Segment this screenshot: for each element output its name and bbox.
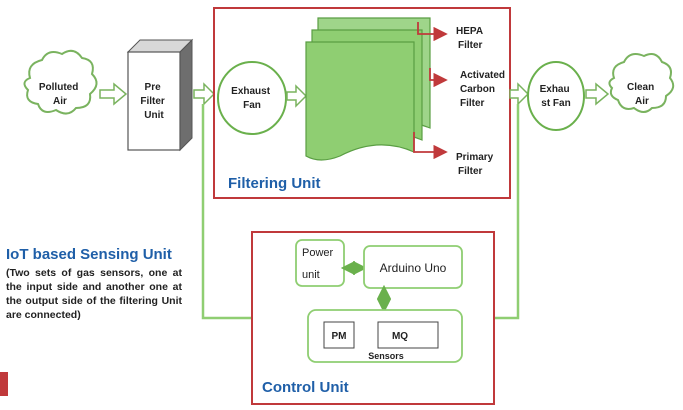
svg-text:Pre Filter Unit: Pre Filter Unit [140, 82, 167, 121]
hepa-label: HEPA Filter [456, 26, 485, 51]
exhaust-fan-outlet: Exhau st Fan [527, 61, 585, 131]
exhaust-fan-out-label-2: st Fan [541, 98, 570, 109]
iot-sensing-unit-title: IoT based Sensing Unit [6, 246, 172, 263]
exhaust-fan-inlet: Exhaust Fan [217, 61, 287, 135]
mq-sensor-box [377, 321, 439, 349]
flow-arrow-5 [585, 82, 610, 106]
svg-text:Polluted Air: Polluted Air [39, 82, 81, 107]
pm-sensor-label: PM [332, 331, 347, 342]
pre-filter-label-3: Unit [144, 110, 164, 121]
control-unit-title: Control Unit [262, 379, 349, 396]
polluted-air-cloud: Polluted Air [23, 49, 98, 115]
exhaust-fan-in-label-1: Exhaust [231, 86, 271, 97]
flow-arrow-2 [193, 82, 216, 106]
arduino-uno-label: Arduino Uno [380, 261, 447, 275]
sensors-label: Sensors [368, 351, 404, 361]
edge-red-mark [0, 372, 8, 396]
pre-filter-unit: Pre Filter Unit [126, 38, 194, 152]
flow-arrow-3 [286, 84, 308, 108]
arduino-uno-box [363, 245, 463, 289]
clean-air-label-1: Clean [627, 82, 654, 93]
carbon-label: Activated Carbon Filter [460, 70, 508, 109]
clean-air-label-2: Air [635, 96, 649, 107]
exhaust-fan-out-label-1: Exhau [540, 84, 570, 95]
filtering-unit-title: Filtering Unit [228, 175, 321, 192]
pm-sensor-box [323, 321, 355, 349]
primary-label: Primary Filter [456, 152, 496, 177]
exhaust-fan-in-label-2: Fan [243, 100, 261, 111]
carbon-arrow [429, 68, 448, 88]
flow-arrow-4 [509, 82, 530, 106]
clean-air-cloud: Clean Air [608, 53, 675, 113]
svg-text:Clean Air: Clean Air [627, 82, 657, 107]
pre-filter-label-2: Filter [140, 96, 165, 107]
iot-sensing-unit-description: (Two sets of gas sensors, one at the inp… [6, 267, 182, 321]
flow-arrow-1 [99, 82, 128, 106]
svg-text:Exhau st Fan: Exhau st Fan [540, 84, 573, 109]
mq-sensor-label: MQ [392, 331, 408, 342]
polluted-air-label-1: Polluted [39, 82, 78, 93]
hepa-arrow [417, 22, 448, 42]
iot-sensing-unit-note: IoT based Sensing Unit (Two sets of gas … [6, 246, 182, 322]
pre-filter-label-1: Pre [145, 82, 162, 93]
svg-text:Exhaust Fan: Exhaust Fan [231, 86, 273, 111]
filtering-unit-box [213, 7, 511, 199]
polluted-air-label-2: Air [53, 96, 67, 107]
primary-arrow [413, 132, 448, 160]
power-unit-label: Power unit [302, 247, 336, 281]
filter-stack [305, 17, 431, 161]
